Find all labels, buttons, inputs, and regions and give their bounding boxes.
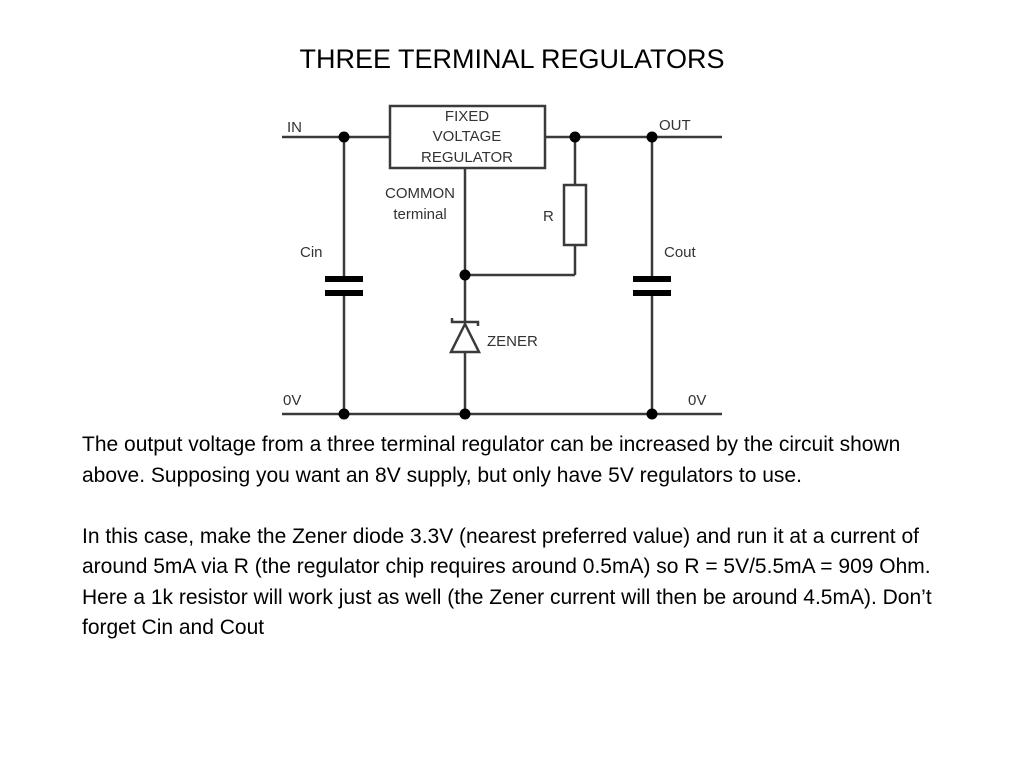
- cin-label: Cin: [300, 244, 323, 261]
- fixed-voltage-regulator-box: [388, 104, 547, 170]
- junction-node: [646, 408, 658, 420]
- slide-body: The output voltage from a three terminal…: [82, 430, 952, 644]
- regulator-label-line2: VOLTAGE: [433, 128, 502, 145]
- cout-top-plate: [633, 276, 671, 282]
- cin-top-plate: [325, 276, 363, 282]
- regulator-label-line3: REGULATOR: [421, 149, 513, 166]
- zener-diode-symbol: [448, 318, 482, 354]
- regulator-label-line1: FIXED: [445, 108, 489, 125]
- input-label: IN: [287, 119, 302, 136]
- slide-title: THREE TERMINAL REGULATORS: [299, 44, 725, 74]
- output-label: OUT: [659, 117, 691, 134]
- ground-left-label: 0V: [283, 392, 301, 409]
- resistor-label: R: [543, 208, 554, 225]
- ground-right-label: 0V: [688, 392, 706, 409]
- junction-node: [646, 131, 658, 143]
- zener-label: ZENER: [487, 333, 538, 350]
- paragraph-intro: The output voltage from a three terminal…: [82, 433, 901, 487]
- cin-bottom-plate: [325, 290, 363, 296]
- common-terminal-label-line2: terminal: [393, 206, 446, 223]
- cout-label: Cout: [664, 244, 697, 261]
- resistor-r: [562, 183, 588, 247]
- junction-node: [459, 269, 471, 281]
- junction-node: [338, 408, 350, 420]
- junction-node: [459, 408, 471, 420]
- paragraph-calculation: In this case, make the Zener diode 3.3V …: [82, 524, 932, 640]
- regulator-circuit-diagram: FIXED VOLTAGE REGULATOR IN OUT 0V 0V COM…: [282, 104, 722, 420]
- junction-node: [569, 131, 581, 143]
- junction-node: [338, 131, 350, 143]
- common-terminal-label-line1: COMMON: [385, 185, 455, 202]
- cout-bottom-plate: [633, 290, 671, 296]
